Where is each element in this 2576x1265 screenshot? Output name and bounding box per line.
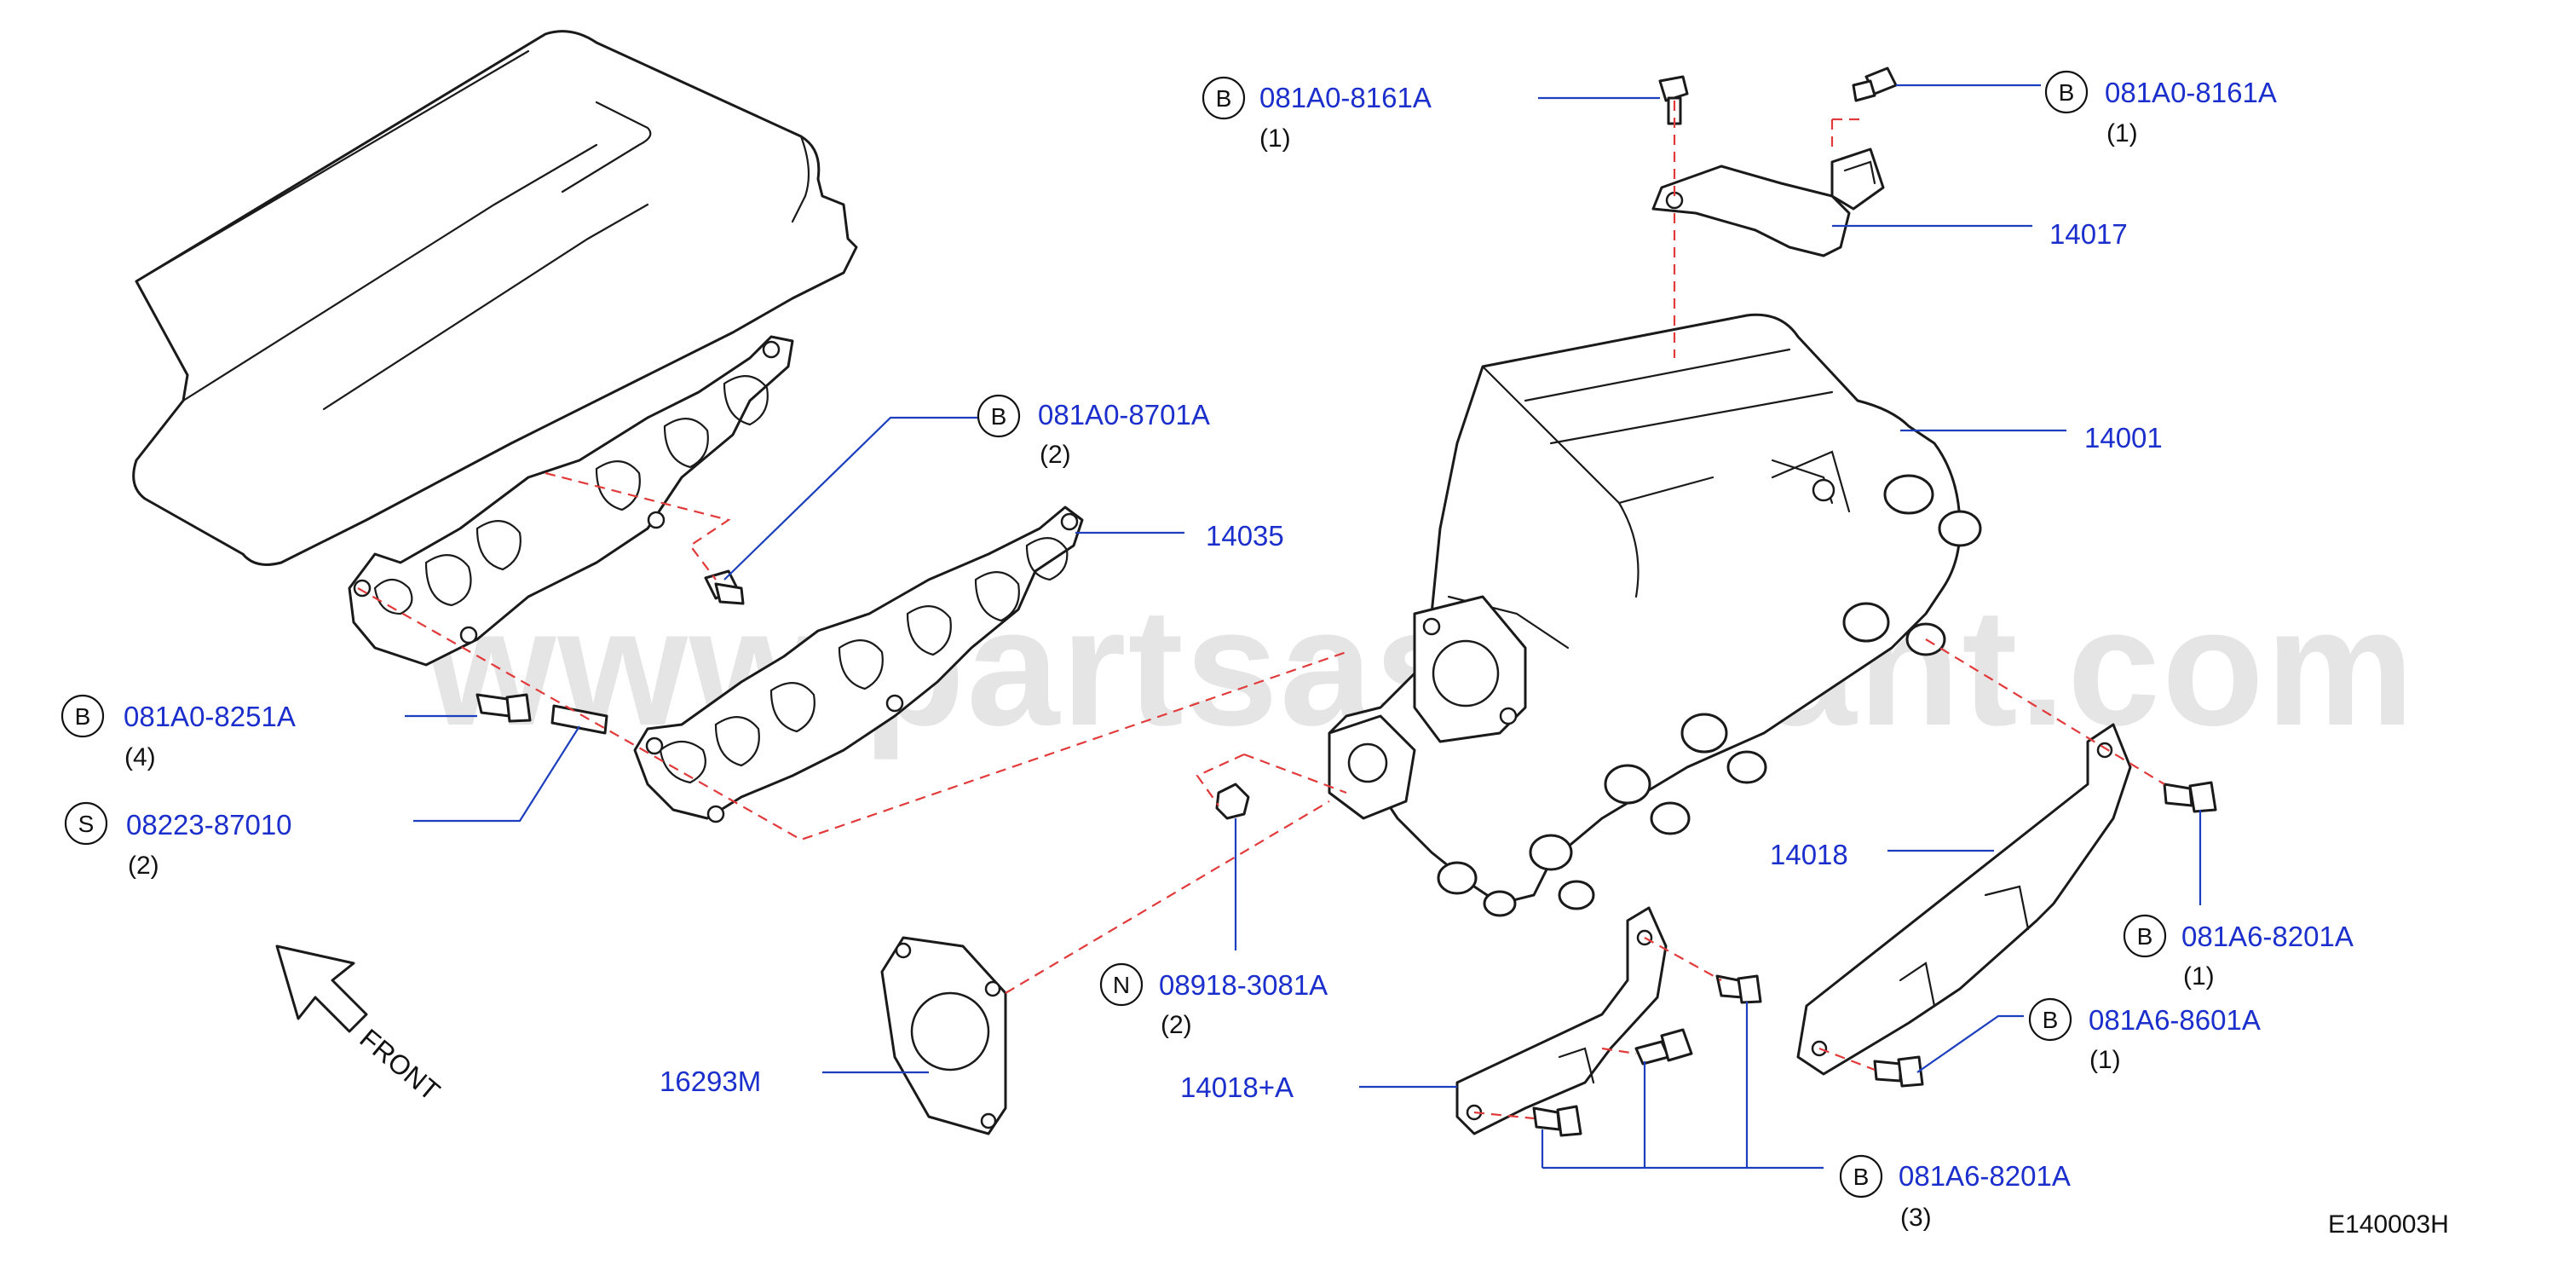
callout-bolt-081a6-8201a-right[interactable]: B 081A6-8201A (1)	[2123, 914, 2354, 991]
fastener-badge	[1202, 76, 1246, 120]
callout-manifold-14001[interactable]: 14001	[2084, 422, 2163, 453]
bolt-icon	[1873, 1055, 1924, 1088]
bolt-icon	[1532, 1105, 1582, 1137]
bolt-icon	[1852, 66, 1898, 102]
callout-bolt-081a6-8201a-bottom[interactable]: B 081A6-8201A (3)	[1839, 1154, 2071, 1232]
quantity: (1)	[2089, 1046, 2121, 1074]
front-arrow-icon	[275, 944, 368, 1033]
callout-bolt-081a0-8251a[interactable]: B 081A0-8251A (4)	[61, 694, 296, 771]
callout-bracket-14017[interactable]: 14017	[2049, 218, 2128, 250]
callout-support-14018[interactable]: 14018	[1770, 839, 1848, 870]
fastener-type-letter: B	[991, 403, 1007, 430]
bolt-icon	[1715, 974, 1762, 1004]
callout-support-14018a[interactable]: 14018+A	[1180, 1071, 1294, 1103]
fastener-type-letter: B	[1853, 1164, 1870, 1190]
fastener-badge	[2028, 997, 2072, 1042]
fastener-type-letter: N	[1113, 972, 1130, 998]
part-number: 08918-3081A	[1159, 969, 1328, 1001]
fastener-badge	[1099, 962, 1144, 1007]
callout-nut-08918-3081a[interactable]: N 08918-3081A (2)	[1099, 962, 1328, 1039]
front-label: FRONT	[354, 1023, 447, 1106]
cylinder-head	[132, 30, 858, 566]
callout-gasket-16293m[interactable]: 16293M	[660, 1066, 761, 1097]
part-number: 081A0-8161A	[2105, 77, 2277, 108]
callout-bolt-081a6-8601a[interactable]: B 081A6-8601A (1)	[2028, 997, 2261, 1074]
fastener-badge	[64, 801, 108, 846]
part-number: 081A6-8601A	[2089, 1004, 2261, 1036]
fastener-type-letter: S	[78, 811, 95, 837]
bracket-14017	[1651, 147, 1885, 257]
assembly-centerlines	[357, 101, 2165, 1120]
part-number: 081A6-8201A	[2181, 921, 2354, 952]
fastener-type-letter: B	[2043, 1007, 2059, 1033]
leader-lines	[405, 84, 2202, 1170]
part-number: 081A0-8701A	[1038, 399, 1210, 430]
nut-icon	[1215, 783, 1250, 820]
quantity: (2)	[128, 852, 159, 880]
bolt-icon	[475, 693, 532, 723]
callout-bolt-081a0-8161a-left[interactable]: B 081A0-8161A (1)	[1202, 76, 1432, 153]
part-number: 081A0-8251A	[124, 701, 296, 732]
intake-manifold-14001	[1328, 313, 1982, 917]
throttle-gasket-16293m	[880, 936, 1007, 1135]
bolt-icon	[2163, 781, 2217, 813]
diagram-code: E140003H	[2328, 1210, 2449, 1239]
fastener-type-letter: B	[75, 703, 91, 730]
quantity: (1)	[1259, 124, 1291, 153]
quantity: (1)	[2106, 119, 2138, 147]
quantity: (3)	[1900, 1204, 1932, 1232]
quantity: (4)	[124, 743, 156, 771]
fastener-type-letter: B	[1216, 85, 1232, 112]
fastener-badge	[61, 694, 105, 738]
fastener-type-letter: B	[2137, 923, 2153, 950]
quantity: (1)	[2183, 962, 2215, 991]
callout-bolt-081a0-8701a[interactable]: B 081A0-8701A (2)	[977, 394, 1210, 469]
fastener-badge	[2123, 914, 2167, 958]
manifold-support-14018a	[1455, 906, 1668, 1135]
bolt-icon	[1634, 1028, 1693, 1066]
quantity: (2)	[1161, 1011, 1192, 1039]
part-number: 081A6-8201A	[1899, 1160, 2071, 1192]
fastener-type-letter: B	[2059, 79, 2075, 106]
fastener-badge	[977, 394, 1021, 438]
part-number: 08223-87010	[126, 809, 292, 840]
callout-gasket-14035[interactable]: 14035	[1206, 520, 1284, 552]
quantity: (2)	[1040, 441, 1071, 469]
callout-bolt-081a0-8161a-right[interactable]: B 081A0-8161A (1)	[2044, 70, 2277, 147]
part-number: 081A0-8161A	[1259, 82, 1432, 113]
callout-stud-08223-87010[interactable]: S 08223-87010 (2)	[64, 801, 292, 880]
intake-gasket-14035	[633, 505, 1084, 823]
stud-icon	[550, 704, 608, 735]
bolt-icon	[1658, 75, 1689, 125]
fastener-badge	[2044, 70, 2089, 114]
fastener-badge	[1839, 1154, 1883, 1199]
manifold-support-14018	[1796, 723, 2132, 1076]
